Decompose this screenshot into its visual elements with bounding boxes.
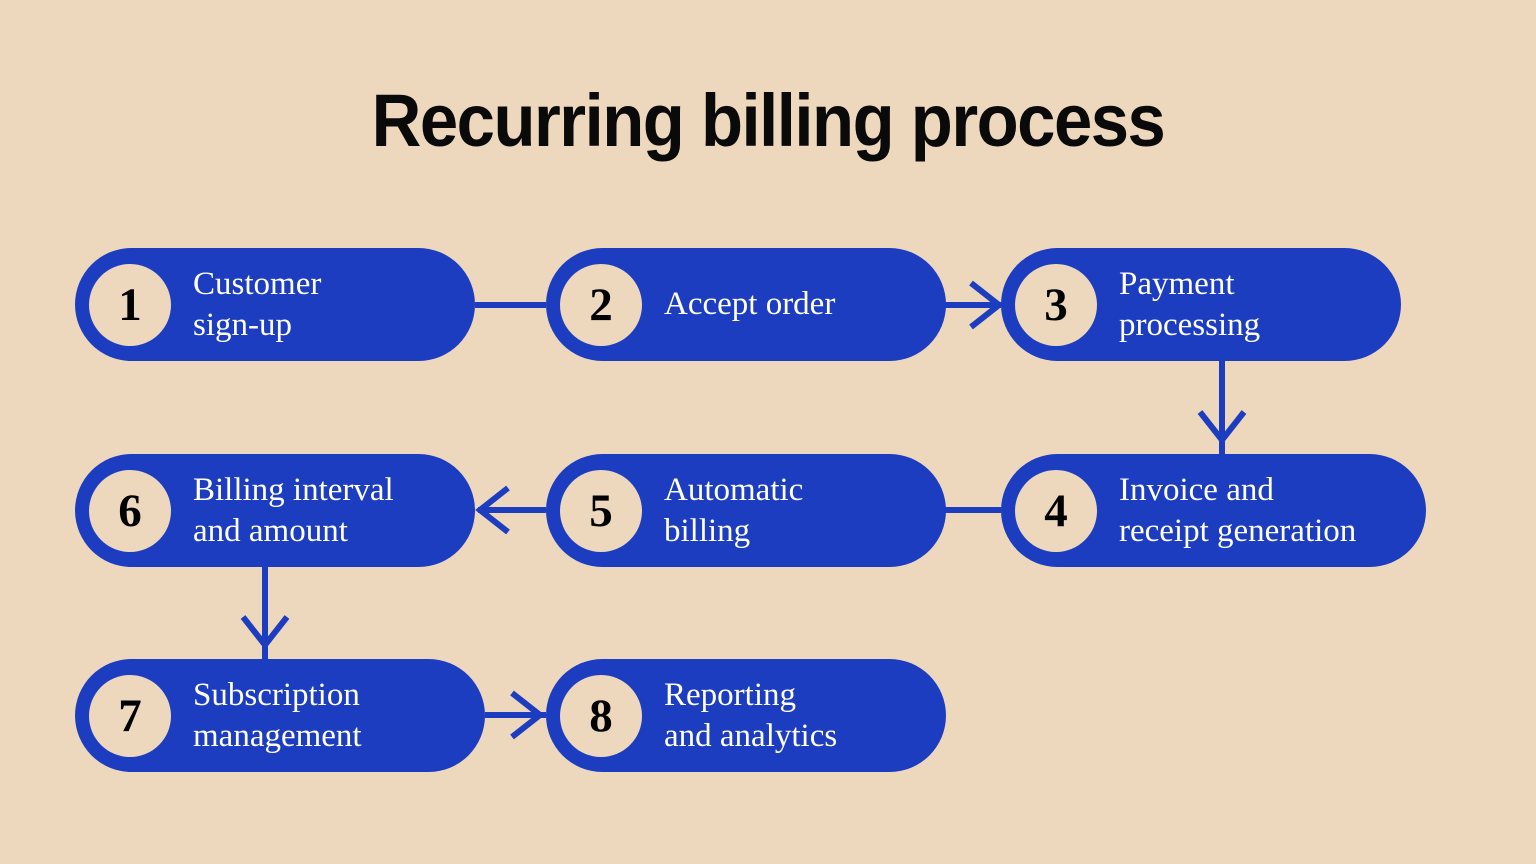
page-title: Recurring billing process (371, 79, 1166, 162)
step-label: Automatic billing (664, 471, 804, 549)
arrowhead-5-to-6 (475, 485, 510, 535)
step-label: Billing interval and amount (193, 471, 394, 549)
step-number-badge: 1 (89, 263, 171, 346)
process-node-2[interactable]: 2 Accept order (546, 248, 946, 361)
step-number-badge: 5 (560, 469, 642, 552)
step-label: Subscription management (193, 676, 362, 754)
process-node-8[interactable]: 8 Reporting and analytics (546, 659, 946, 772)
step-number-badge: 8 (560, 674, 642, 757)
step-label: Reporting and analytics (664, 676, 838, 754)
step-number-badge: 2 (560, 263, 642, 346)
process-node-7[interactable]: 7 Subscription management (75, 659, 485, 772)
arrowhead-3-to-4 (1197, 410, 1247, 445)
process-node-4[interactable]: 4 Invoice and receipt generation (1001, 454, 1426, 567)
step-number-badge: 7 (89, 674, 171, 757)
arrowhead-6-to-7 (240, 615, 290, 650)
step-label: Payment processing (1119, 265, 1261, 343)
step-label: Accept order (664, 286, 836, 322)
arrowhead-7-to-8 (510, 690, 545, 740)
process-node-1[interactable]: 1 Customer sign-up (75, 248, 475, 361)
process-node-3[interactable]: 3 Payment processing (1001, 248, 1401, 361)
step-label: Customer sign-up (193, 265, 322, 343)
process-node-5[interactable]: 5 Automatic billing (546, 454, 946, 567)
arrowhead-2-to-3 (969, 280, 1004, 330)
step-number-badge: 4 (1015, 469, 1097, 552)
process-node-6[interactable]: 6 Billing interval and amount (75, 454, 475, 567)
step-label: Invoice and receipt generation (1119, 471, 1357, 549)
step-number-badge: 6 (89, 469, 171, 552)
step-number-badge: 3 (1015, 263, 1097, 346)
